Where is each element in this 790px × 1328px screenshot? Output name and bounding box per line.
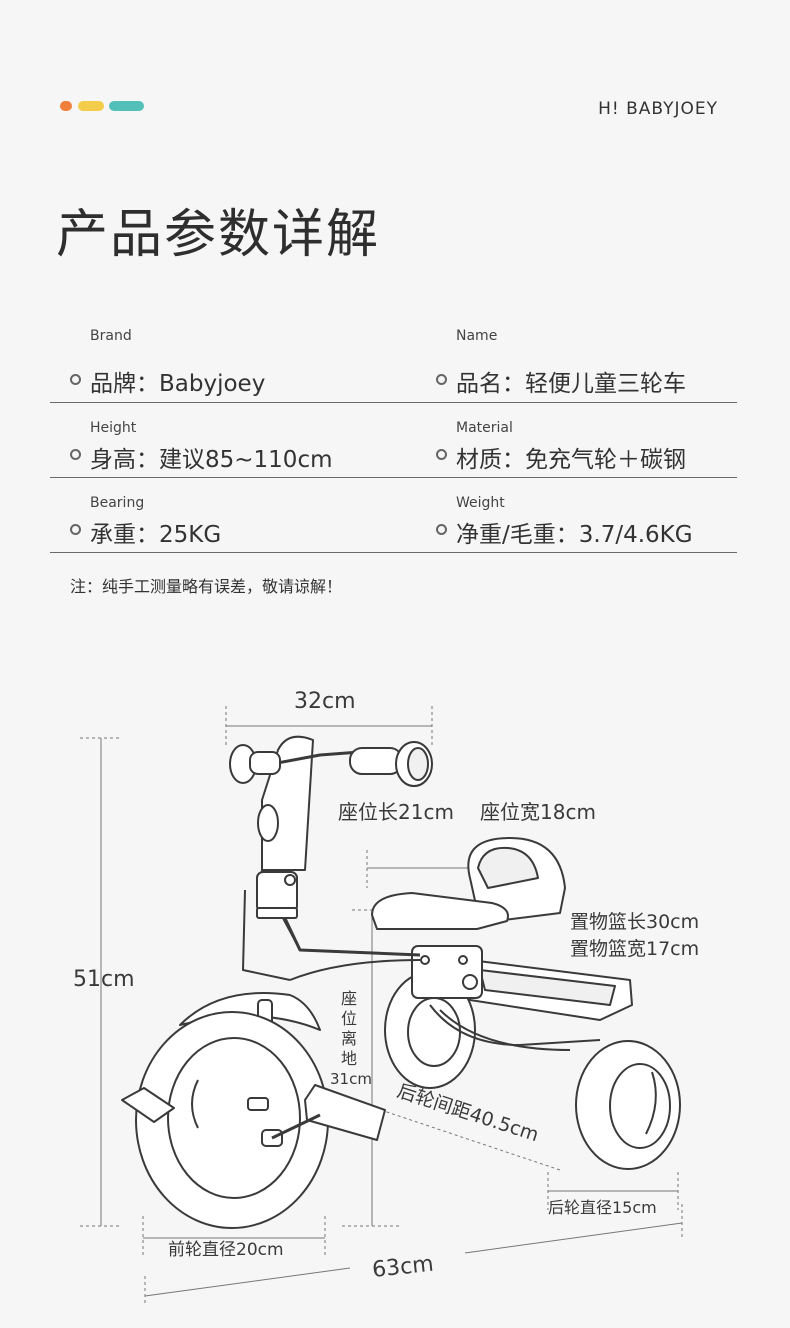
spec-row-3: Bearing 承重：25KG Weight 净重/毛重：3.7/4.6KG (50, 478, 737, 553)
spec-en-label: Bearing (90, 495, 145, 511)
measurement-note: 注：纯手工测量略有误差，敬请谅解！ (70, 577, 343, 596)
spec-en-label: Brand (90, 328, 132, 344)
spec-value: 净重/毛重：3.7/4.6KG (456, 522, 693, 548)
bullet-icon (70, 374, 81, 385)
bullet-icon (436, 524, 447, 535)
bullet-icon (70, 524, 81, 535)
bullet-icon (436, 374, 447, 385)
spec-en-label: Height (90, 420, 137, 436)
label-seat-height-2: 位 (341, 1009, 357, 1028)
tricycle-drawing (121, 735, 681, 1229)
label-seat-length: 座位长21cm (338, 800, 454, 824)
spec-value: 身高：建议85~110cm (90, 447, 333, 473)
label-seat-height-1: 座 (341, 989, 357, 1008)
spec-en-label: Material (456, 420, 513, 436)
tricycle-diagram: 32cm 51cm 座位长21cm 座位宽18cm 置物篮长30cm 置物篮宽1… (73, 689, 699, 1306)
label-basket-length: 置物篮长30cm (570, 911, 699, 933)
spec-value: 材质：免充气轮＋碳钢 (456, 447, 686, 473)
bullet-icon (436, 449, 447, 460)
label-height: 51cm (73, 967, 135, 992)
label-basket-width: 置物篮宽17cm (570, 938, 699, 960)
spec-value: 品牌：Babyjoey (90, 371, 266, 397)
page-title: 产品参数详解 (56, 205, 381, 265)
label-total-length: 63cm (371, 1252, 435, 1283)
spec-row-1: Brand 品牌：Babyjoey Name 品名：轻便儿童三轮车 (50, 328, 737, 403)
spec-en-label: Name (456, 328, 498, 344)
orange-dot (60, 101, 72, 111)
spec-row-2: Height 身高：建议85~110cm Material 材质：免充气轮＋碳钢 (50, 403, 737, 478)
spec-value: 承重：25KG (90, 522, 222, 548)
teal-dot (109, 101, 144, 111)
yellow-dot (78, 101, 104, 111)
label-seat-height-3: 离 (341, 1029, 357, 1048)
label-seat-height-value: 31cm (330, 1070, 372, 1088)
label-seat-height-4: 地 (341, 1049, 357, 1068)
label-handle-width: 32cm (294, 689, 356, 714)
label-rear-wheel-diameter: 后轮直径15cm (548, 1198, 657, 1217)
spec-en-label: Weight (456, 495, 505, 511)
spec-value: 品名：轻便儿童三轮车 (456, 371, 686, 397)
label-seat-width: 座位宽18cm (480, 800, 596, 824)
dimension-lines (80, 706, 683, 1306)
brand-logo-text: H! BABYJOEY (598, 99, 718, 119)
label-front-wheel-diameter: 前轮直径20cm (168, 1240, 284, 1260)
label-rear-wheel-distance: 后轮间距40.5cm (394, 1080, 541, 1146)
bullet-icon (70, 449, 81, 460)
